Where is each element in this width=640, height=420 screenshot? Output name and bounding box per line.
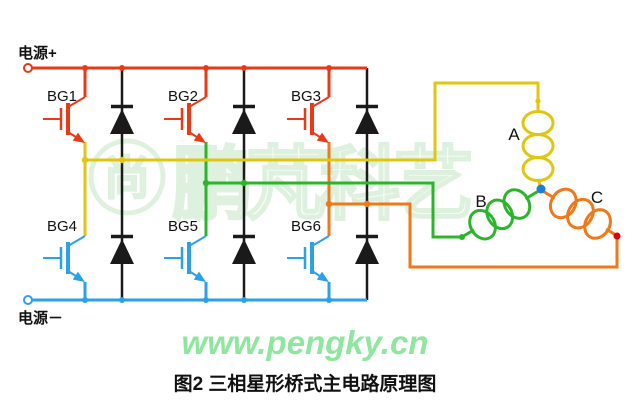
bg3-label: BG3	[291, 88, 321, 105]
watermark-logo-ring	[88, 138, 166, 216]
diode-leg-1	[110, 68, 134, 300]
transistor-bg1	[43, 68, 87, 143]
emitter-arrow-icon	[72, 132, 85, 143]
transistor-bg4	[43, 235, 87, 300]
bg2-label: BG2	[168, 88, 198, 105]
emitter-arrow-icon	[72, 271, 85, 282]
diode-up-icon	[232, 109, 256, 134]
junction-dots	[81, 65, 621, 303]
emitter-arrow-icon	[316, 132, 329, 143]
phase-a-wire	[84, 81, 555, 189]
coil-b	[461, 188, 541, 241]
transistor-bg6	[287, 235, 331, 300]
phase-c-label: C	[591, 188, 603, 207]
bg4-label: BG4	[47, 218, 77, 235]
phase-b-label: B	[475, 192, 486, 211]
emitter-arrow-icon	[193, 132, 206, 143]
diode-up-icon	[355, 239, 379, 264]
emitter-arrow-icon	[316, 271, 329, 282]
coil-c	[540, 187, 619, 240]
coil-c-end-dot	[613, 232, 621, 240]
coil-a	[521, 110, 555, 182]
dc-plus-terminal	[23, 63, 33, 73]
website-watermark-text: www.pengky.cn	[182, 324, 429, 361]
bg6-label: BG6	[291, 218, 321, 235]
phase-a-label: A	[508, 125, 520, 144]
power-minus-label: 电源－	[18, 309, 63, 327]
dc-minus-terminal	[23, 295, 33, 305]
star-point-dot	[536, 184, 546, 194]
transistor-bg2	[164, 68, 208, 143]
emitter-arrow-icon	[193, 271, 206, 282]
transistor-bg5	[164, 235, 208, 300]
transistor-bg3	[287, 68, 331, 143]
bg5-label: BG5	[168, 218, 198, 235]
diode-up-icon	[110, 239, 134, 264]
figure-caption: 图2 三相星形桥式主电路原理图	[174, 372, 437, 395]
power-plus-label: 电源+	[18, 44, 57, 62]
diode-up-icon	[355, 109, 379, 134]
diode-up-icon	[110, 109, 134, 134]
diode-up-icon	[232, 239, 256, 264]
bg1-label: BG1	[47, 88, 77, 105]
